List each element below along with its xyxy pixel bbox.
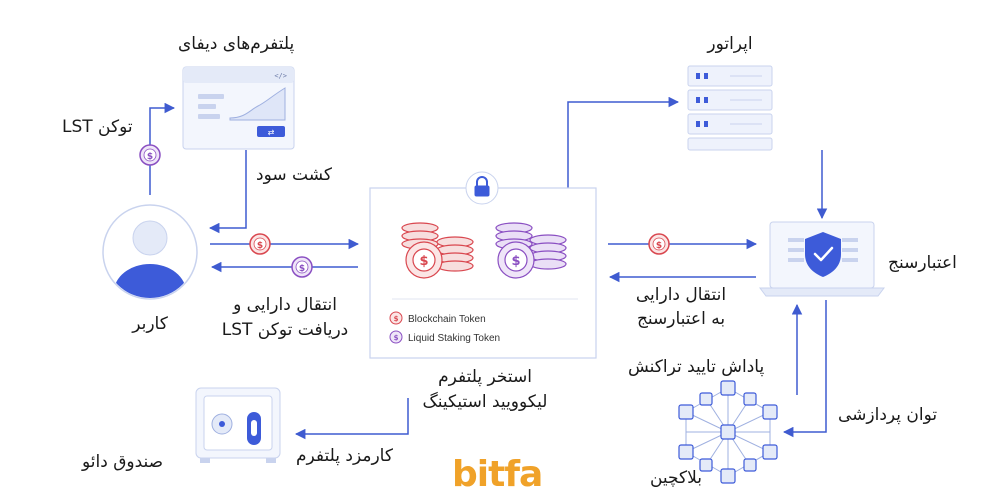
label-pool-1: استخر پلتفرم <box>438 367 532 387</box>
arrow-pool-to-dao <box>294 398 409 440</box>
svg-text:$: $ <box>257 241 263 251</box>
liquid-staking-token-stack <box>495 222 567 279</box>
label-defi-platforms: پلتفرم‌های دیفای <box>178 34 295 54</box>
label-tx-reward: پاداش تایید تراکنش <box>628 357 765 377</box>
svg-text:$: $ <box>394 315 399 323</box>
validator-laptop-icon <box>759 221 885 297</box>
blockchain-token-stack <box>401 222 474 279</box>
code-icon: </> <box>274 72 287 80</box>
label-user: کاربر <box>132 314 168 334</box>
legend-liquid-staking-token: Liquid Staking Token <box>408 333 500 344</box>
check-icon <box>813 246 834 262</box>
svg-text:$: $ <box>299 264 305 274</box>
label-lst-token: توکن LST <box>62 117 133 137</box>
label-transfer-to-validator-2: به اعتبارسنج <box>636 309 726 329</box>
label-yield-farming: کشت سود <box>256 165 332 185</box>
arrow-defi-to-user <box>208 150 247 234</box>
bitfa-logo: bitfa <box>452 454 543 495</box>
label-operator: اپراتور <box>707 34 753 54</box>
legend-blockchain-token: Blockchain Token <box>408 314 486 325</box>
staking-pool-box: $ $ $ Blockchain Token $ Liquid Staking … <box>369 171 597 359</box>
dao-safe-icon <box>195 387 281 463</box>
label-processing-power: توان پردازشی <box>838 405 938 425</box>
arrow-user-to-defi <box>149 102 176 195</box>
coin-lst-defi: $ <box>139 144 161 166</box>
label-platform-fee: کارمزد پلتفرم <box>296 446 393 466</box>
svg-text:$: $ <box>656 241 662 251</box>
svg-text:$: $ <box>147 152 153 162</box>
label-blockchain: بلاکچین <box>649 468 702 488</box>
shield-icon <box>805 232 841 277</box>
arrows <box>149 96 828 440</box>
lst-coin-symbol: $ <box>511 254 520 269</box>
legend: $ Blockchain Token $ Liquid Staking Toke… <box>389 311 500 344</box>
label-dao-fund: صندوق دائو <box>82 452 164 472</box>
label-transfer-receive-2: دریافت توکن LST <box>221 320 349 340</box>
label-transfer-to-validator-1: انتقال دارایی <box>635 285 727 305</box>
user-avatar <box>102 204 198 300</box>
label-transfer-receive-1: انتقال دارایی و <box>233 295 337 315</box>
chart-area-icon <box>229 87 286 121</box>
operator-server-icon <box>687 65 773 151</box>
label-pool-2: لیکوویید استیکینگ <box>422 392 548 412</box>
arrow-validator-to-blockchain <box>782 300 827 438</box>
lock-icon <box>474 176 490 197</box>
defi-platform-window: </> ⇄ <box>182 66 295 150</box>
label-validator: اعتبارسنج <box>888 253 957 273</box>
blockchain-network-icon <box>678 380 778 484</box>
swap-icon: ⇄ <box>268 128 275 137</box>
coin-deposit: $ <box>249 233 271 255</box>
arrow-pool-to-operator <box>567 96 680 188</box>
blockchain-coin-symbol: $ <box>419 254 428 269</box>
coin-lst-receive: $ <box>291 256 313 278</box>
svg-text:$: $ <box>394 334 399 342</box>
coin-to-validator: $ <box>648 233 670 255</box>
